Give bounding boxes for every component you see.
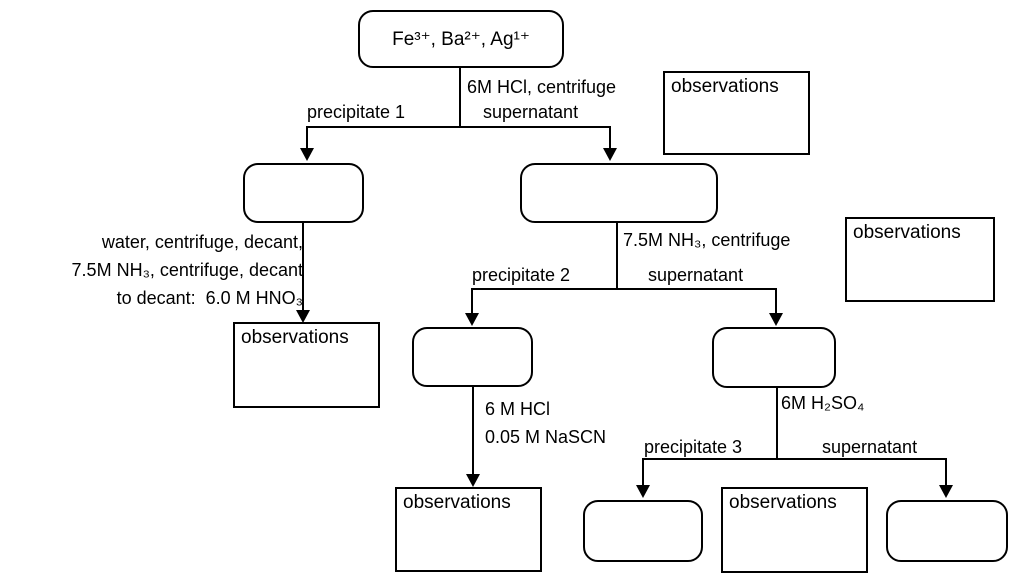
split3-left-arrow-shaft — [642, 458, 644, 486]
split2-reagent-label: 7.5M NH₃, centrifuge — [623, 230, 791, 250]
note-line-3: to decant: 6.0 M HNO₃ — [116, 288, 303, 308]
split2-left-arrow-shaft — [471, 288, 473, 314]
split3-reagent-label: 6M H₂SO₄ — [781, 393, 865, 413]
supernatant3-result-box — [886, 500, 1008, 562]
split3-right-arrow-shaft — [945, 458, 947, 486]
observations-box-3-label: observations — [853, 222, 961, 243]
precipitate2-arrowhead-icon — [466, 474, 480, 487]
precipitate2-result-box — [412, 327, 533, 387]
split1-left-arrowhead-icon — [300, 148, 314, 161]
split2-precipitate-label: precipitate 2 — [472, 265, 571, 285]
precipitate1-procedure-note: water, centrifuge, decant, 7.5M NH₃, cen… — [5, 228, 303, 312]
split1-bar-line — [306, 126, 611, 128]
split2-right-arrow-shaft — [775, 288, 777, 314]
split1-precipitate-label: precipitate 1 — [307, 102, 406, 122]
root-ions-box: Fe³⁺, Ba²⁺, Ag¹⁺ — [358, 10, 564, 68]
split2-left-arrowhead-icon — [465, 313, 479, 326]
split2-bar-line — [471, 288, 777, 290]
precipitate2-reagent-line-2: 0.05 M NaSCN — [485, 427, 607, 447]
precipitate1-result-box — [243, 163, 364, 223]
split1-supernatant-label: supernatant — [483, 102, 579, 122]
observations-box-4: observations — [395, 487, 542, 572]
observations-box-1: observations — [663, 71, 810, 155]
observations-box-5-label: observations — [729, 492, 837, 513]
observations-box-1-label: observations — [671, 76, 779, 97]
split1-left-arrow-shaft — [306, 126, 308, 150]
split3-precipitate-label: precipitate 3 — [644, 437, 743, 457]
split3-right-arrowhead-icon — [939, 485, 953, 498]
note-line-1: water, centrifuge, decant, — [101, 232, 303, 252]
split2-right-arrowhead-icon — [769, 313, 783, 326]
split2-stem-line — [616, 222, 618, 290]
observations-box-2-label: observations — [241, 327, 349, 348]
split1-reagent-label: 6M HCl, centrifuge — [467, 77, 617, 97]
supernatant2-result-box — [712, 327, 836, 388]
split3-bar-line — [642, 458, 947, 460]
split3-left-arrowhead-icon — [636, 485, 650, 498]
precipitate2-arrow-shaft — [472, 386, 474, 476]
split1-right-arrowhead-icon — [603, 148, 617, 161]
precipitate2-reagent-line-1: 6 M HCl — [485, 399, 551, 419]
note-line-2: 7.5M NH₃, centrifuge, decant — [71, 260, 303, 280]
precipitate1-arrowhead-icon — [296, 310, 310, 323]
root-ions-label: Fe³⁺, Ba²⁺, Ag¹⁺ — [392, 28, 530, 50]
precipitate3-result-box — [583, 500, 703, 562]
split2-supernatant-label: supernatant — [648, 265, 744, 285]
observations-box-3: observations — [845, 217, 995, 302]
precipitate1-arrow-shaft — [302, 222, 304, 312]
observations-box-4-label: observations — [403, 492, 511, 513]
observations-box-5: observations — [721, 487, 868, 573]
split1-right-arrow-shaft — [609, 126, 611, 150]
supernatant1-result-box — [520, 163, 718, 223]
split1-stem-line — [459, 68, 461, 127]
split3-supernatant-label: supernatant — [822, 437, 918, 457]
split3-stem-line — [776, 387, 778, 459]
observations-box-2: observations — [233, 322, 380, 408]
